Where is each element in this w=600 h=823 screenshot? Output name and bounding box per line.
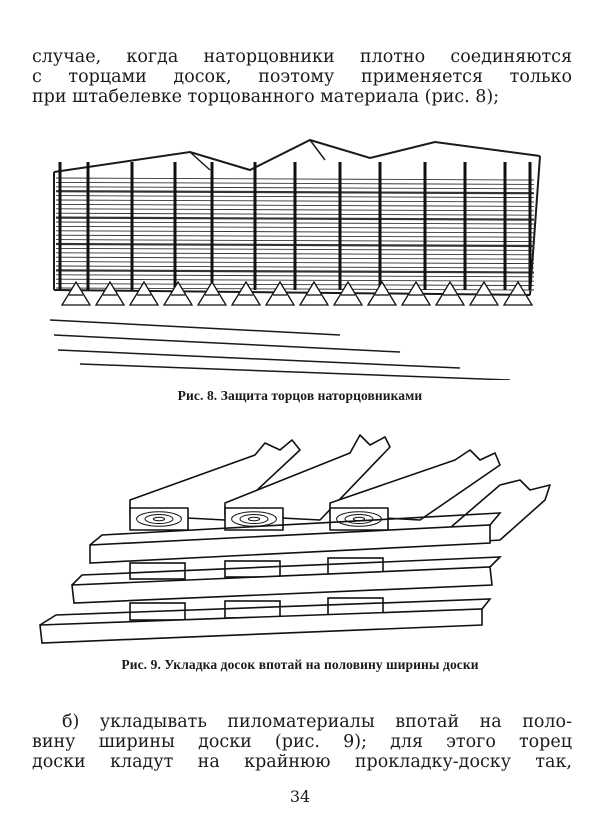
text-line: при штабелевке торцованного материала (р… xyxy=(32,87,500,107)
page-number: 34 xyxy=(289,787,311,806)
text-line: б) укладывать пиломатериалы впотай на по… xyxy=(62,712,572,732)
text-line: вину ширины доски (рис. 9); для этого то… xyxy=(32,732,572,752)
figure-9-boards-illustration xyxy=(39,434,551,644)
text-line: с торцами досок, поэтому применяется тол… xyxy=(32,67,572,87)
text-line: доски кладут на крайнюю прокладку-доску … xyxy=(32,752,572,772)
bottom-paragraph: б) укладывать пиломатериалы впотай на по… xyxy=(32,712,572,772)
figure-8-caption: Рис. 8. Защита торцов наторцовниками xyxy=(177,388,423,403)
figure-8-lumber-stack-illustration xyxy=(49,138,541,380)
top-paragraph: случае, когда наторцовники плотно соедин… xyxy=(32,47,572,107)
figure-9-caption: Рис. 9. Укладка досок впотай на половину… xyxy=(121,657,479,672)
text-line: случае, когда наторцовники плотно соедин… xyxy=(32,47,572,67)
